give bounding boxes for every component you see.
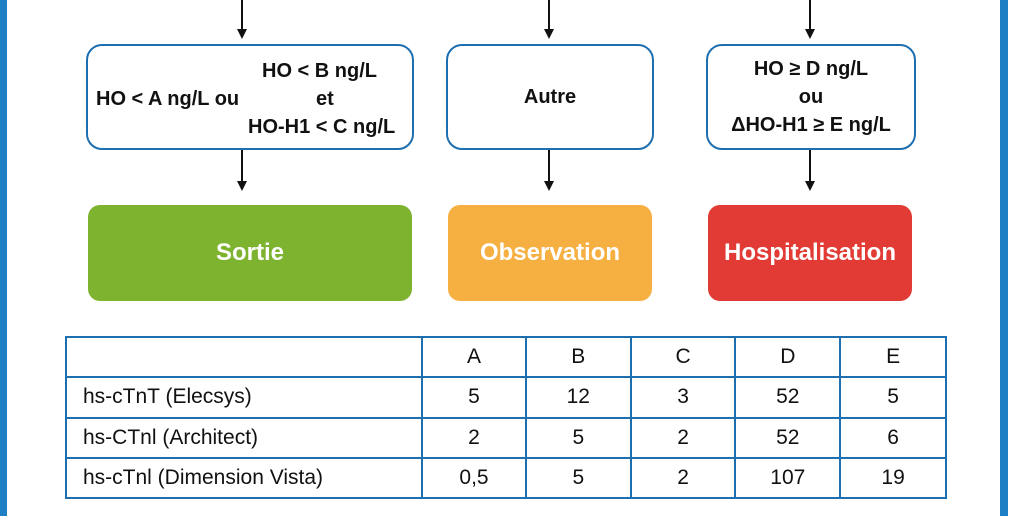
table-row: hs-cTnl (Dimension Vista) 0,5 5 2 107 19 <box>64 456 947 500</box>
cell-value: 2 <box>629 456 737 500</box>
criteria-box-other: Autre <box>446 44 654 150</box>
header-cell-a: A <box>421 335 527 379</box>
header-cell-d: D <box>734 335 842 379</box>
cell-value: 52 <box>734 416 842 459</box>
row-name: hs-cTnT (Elecsys) <box>64 376 424 419</box>
table-row: hs-CTnl (Architect) 2 5 2 52 6 <box>64 416 947 459</box>
criteria-box-high: HO ≥ D ng/L ou ΔHO-H1 ≥ E ng/L <box>706 44 916 150</box>
criteria-e-label: ΔHO-H1 ≥ E ng/L <box>731 114 891 136</box>
cell-value: 2 <box>421 416 527 459</box>
cell-value: 52 <box>734 376 842 419</box>
criteria-ou-label: ou <box>798 86 824 108</box>
cell-value: 5 <box>524 416 632 459</box>
cell-value: 6 <box>839 416 947 459</box>
table-header-row: A B C D E <box>64 335 947 379</box>
header-cell-c: C <box>629 335 737 379</box>
header-cell-empty <box>64 335 424 379</box>
header-cell-e: E <box>839 335 947 379</box>
thresholds-table: A B C D E hs-cTnT (Elecsys) 5 12 3 52 5 … <box>64 335 947 500</box>
cell-value: 3 <box>629 376 737 419</box>
frame-right-border <box>1000 0 1008 516</box>
criteria-c-label: HO-H1 < C ng/L <box>248 116 396 138</box>
criteria-et-label: et <box>316 88 334 110</box>
cell-value: 12 <box>524 376 632 419</box>
criteria-b-label: HO < B ng/L <box>262 60 377 82</box>
frame-left-border <box>0 0 7 516</box>
cell-value: 19 <box>839 456 947 500</box>
cell-value: 2 <box>629 416 737 459</box>
row-name: hs-CTnl (Architect) <box>64 416 424 459</box>
observation-label: Observation <box>479 239 621 266</box>
other-label: Autre <box>523 86 577 108</box>
sortie-label: Sortie <box>215 239 284 266</box>
outcome-hospitalisation: Hospitalisation <box>708 205 912 301</box>
cell-value: 5 <box>524 456 632 500</box>
criteria-d-label: HO ≥ D ng/L <box>753 58 869 80</box>
table-row: hs-cTnT (Elecsys) 5 12 3 52 5 <box>64 376 947 419</box>
cell-value: 0,5 <box>421 456 527 500</box>
hospitalisation-label: Hospitalisation <box>723 239 897 266</box>
criteria-a-label: HO < A ng/L ou <box>96 88 240 110</box>
cell-value: 5 <box>839 376 947 419</box>
cell-value: 5 <box>421 376 527 419</box>
outcome-sortie: Sortie <box>88 205 412 301</box>
row-name: hs-cTnl (Dimension Vista) <box>64 456 424 500</box>
criteria-box-low: HO < A ng/L ou HO < B ng/L et HO-H1 < C … <box>86 44 414 150</box>
header-cell-b: B <box>524 335 632 379</box>
cell-value: 107 <box>734 456 842 500</box>
outcome-observation: Observation <box>448 205 652 301</box>
